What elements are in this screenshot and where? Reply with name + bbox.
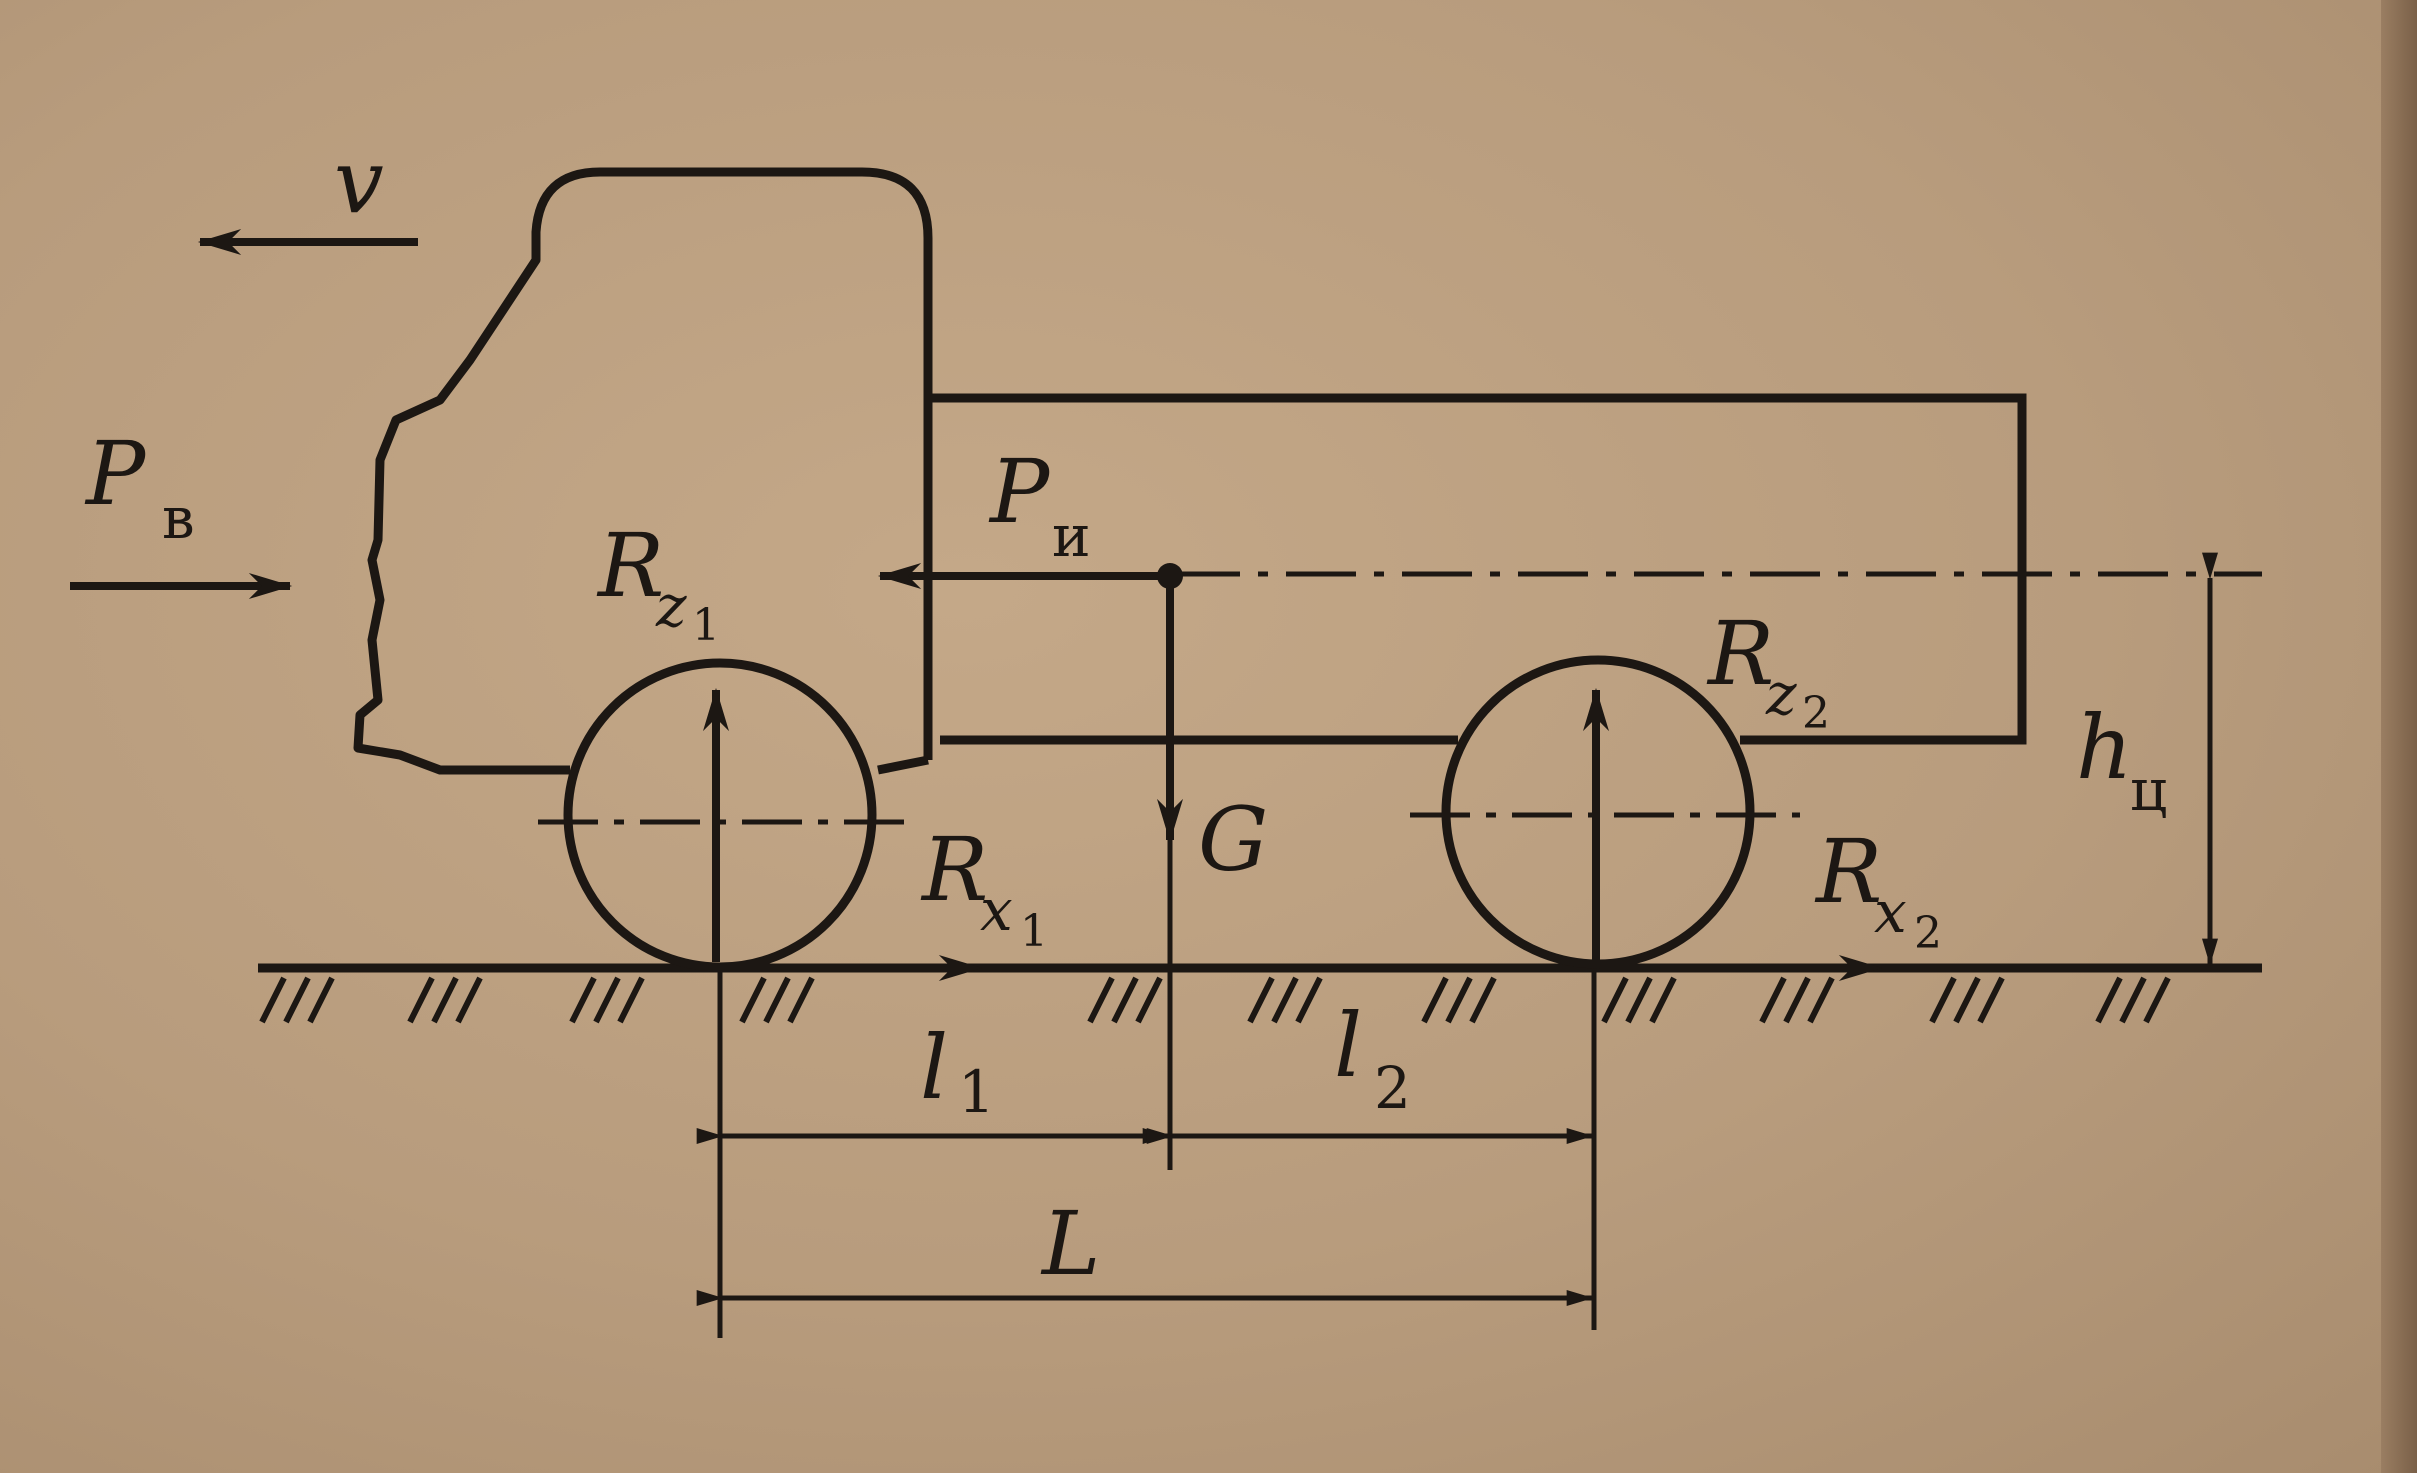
svg-text:2: 2 (1374, 1054, 1411, 1122)
svg-text:1: 1 (958, 1058, 995, 1126)
ground-hatching (259, 976, 2171, 1024)
paper-edge (2381, 0, 2417, 1473)
cab-bottom-right (877, 755, 929, 775)
cg-height-label: h ц (2076, 696, 2167, 824)
svg-text:1: 1 (1020, 906, 1048, 957)
svg-text:z: z (1765, 660, 1797, 728)
rear-wheel (1441, 655, 1755, 969)
velocity-label: v (334, 130, 384, 233)
front-tangential-label: R x 1 (920, 818, 1048, 957)
front-distance-label: l 1 (920, 1016, 995, 1126)
svg-text:1: 1 (692, 600, 720, 651)
weight-label: G (1198, 788, 1268, 891)
svg-text:h: h (2076, 696, 2133, 799)
svg-text:x: x (1874, 878, 1907, 946)
svg-text:R: R (1814, 820, 1882, 923)
inertia-force-label: P и (988, 440, 1091, 570)
svg-text:2: 2 (1802, 688, 1830, 739)
svg-text:l: l (1334, 994, 1362, 1097)
air-force-label: P в (84, 422, 195, 552)
svg-text:R: R (1706, 602, 1774, 705)
svg-text:ц: ц (2130, 756, 2167, 824)
wheelbase-label: L (1040, 1192, 1100, 1295)
svg-text:R: R (596, 514, 664, 617)
front-normal-label: R z 1 (596, 514, 720, 651)
svg-text:l: l (920, 1016, 948, 1119)
svg-text:P: P (84, 422, 147, 525)
svg-text:R: R (920, 818, 988, 921)
center-of-gravity (1157, 563, 1183, 589)
svg-text:2: 2 (1914, 908, 1942, 959)
svg-text:в: в (162, 484, 195, 552)
truck-cab (353, 167, 933, 775)
rear-tangential-label: R x 2 (1814, 820, 1942, 959)
rear-distance-label: l 2 (1334, 994, 1411, 1122)
svg-text:z: z (655, 572, 687, 640)
svg-text:x: x (980, 876, 1013, 944)
svg-text:и: и (1052, 502, 1091, 570)
svg-text:P: P (988, 440, 1051, 543)
rear-normal-label: R z 2 (1706, 602, 1830, 739)
cargo-body (928, 393, 2027, 745)
